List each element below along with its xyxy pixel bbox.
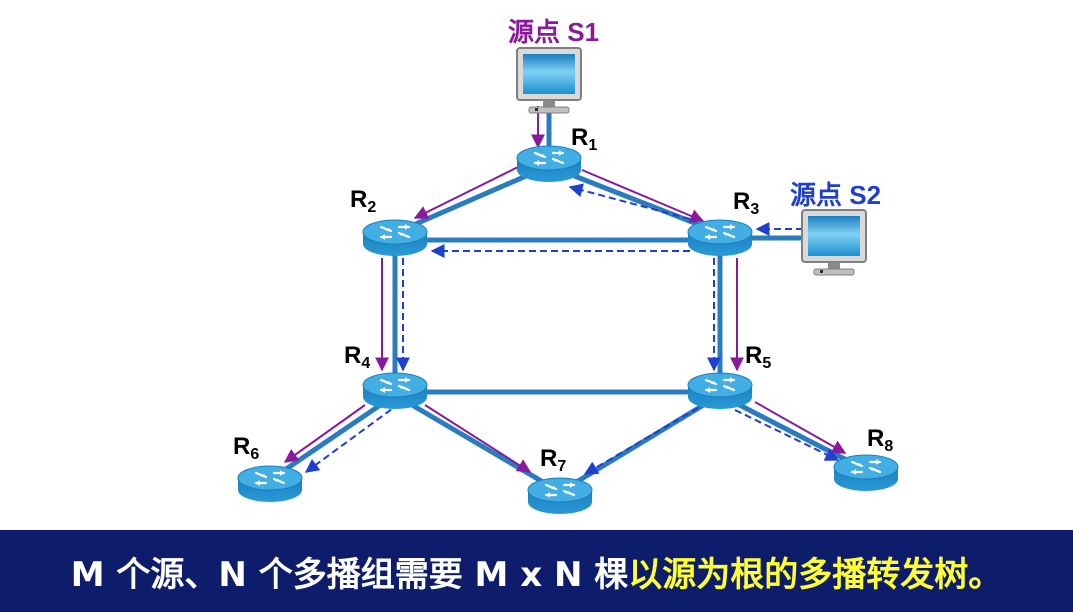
s2-arrow-r4-r6 — [304, 402, 401, 473]
s1-arrow-r4-r6 — [283, 404, 366, 463]
router-label-r8: R8 — [867, 425, 894, 455]
router-label-r6: R6 — [233, 433, 260, 463]
router-r4 — [361, 371, 429, 411]
router-label-r5: R5 — [745, 342, 772, 372]
source-s1-computer-icon — [516, 47, 582, 114]
router-label-r2: R2 — [350, 186, 377, 216]
s2-arrow-r3-r1 — [568, 183, 691, 220]
router-label-r4: R4 — [344, 342, 371, 372]
router-label-r1: R1 — [571, 124, 598, 154]
caption-text: M 个源、N 个多播组需要 M x N 棵 — [70, 554, 629, 595]
s1-arrow-r4-r7 — [424, 404, 532, 473]
source-s2-label: 源点 S2 — [790, 180, 882, 210]
caption-highlight-text: 以源为根的多播转发树。 — [628, 554, 1003, 595]
link-r4-r6 — [267, 392, 398, 483]
link-r5-r8 — [717, 392, 869, 473]
multicast-network-diagram — [236, 47, 900, 516]
source-s2-computer-icon — [801, 209, 867, 276]
router-r8 — [832, 453, 900, 493]
caption-banner: M 个源、N 个多播组需要 M x N 棵以源为根的多播转发树。 — [0, 530, 1073, 612]
link-r1-r2 — [392, 163, 552, 236]
router-r6 — [236, 464, 304, 504]
source-s1-label: 源点 S1 — [508, 17, 600, 47]
s2-arrow-r5-r8 — [734, 409, 840, 461]
router-r7 — [526, 476, 594, 516]
source-s2-tree — [304, 183, 840, 475]
router-label-r7: R7 — [540, 445, 567, 475]
s1-arrow-r1-r3 — [581, 169, 705, 223]
link-r4-r7 — [392, 392, 563, 495]
s1-arrow-r1-r2 — [413, 166, 519, 219]
router-r5 — [686, 371, 754, 411]
router-label-r3: R3 — [733, 188, 760, 218]
source-s1-tree — [283, 106, 847, 473]
router-r2 — [361, 218, 429, 258]
router-r3 — [686, 218, 754, 258]
s1-arrow-r5-r8 — [754, 401, 847, 454]
